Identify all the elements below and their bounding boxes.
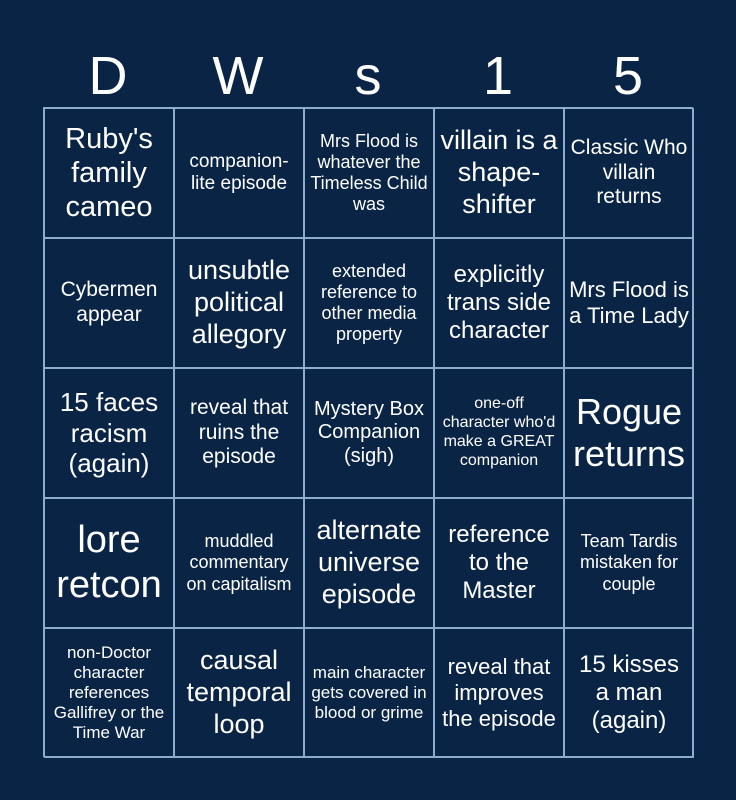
header-letter: 1 — [482, 46, 514, 106]
header-letter: 5 — [612, 46, 644, 106]
bingo-cell[interactable]: extended reference to other media proper… — [304, 238, 434, 368]
bingo-cell[interactable]: Mystery Box Companion (sigh) — [304, 368, 434, 498]
bingo-cell[interactable]: companion-lite episode — [174, 108, 304, 238]
bingo-cell[interactable]: Mrs Flood is whatever the Timeless Child… — [304, 108, 434, 238]
bingo-cell[interactable]: villain is a shape-shifter — [434, 108, 564, 238]
bingo-cell[interactable]: Cybermen appear — [44, 238, 174, 368]
bingo-cell[interactable]: one-off character who'd make a GREAT com… — [434, 368, 564, 498]
bingo-cell[interactable]: reveal that improves the episode — [434, 628, 564, 758]
bingo-cell[interactable]: 15 faces racism (again) — [44, 368, 174, 498]
header-letter: D — [88, 46, 128, 106]
bingo-cell[interactable]: main character gets covered in blood or … — [304, 628, 434, 758]
bingo-cell[interactable]: muddled commentary on capitalism — [174, 498, 304, 628]
bingo-cell[interactable]: reference to the Master — [434, 498, 564, 628]
bingo-cell[interactable]: explicitly trans side character — [434, 238, 564, 368]
bingo-cell[interactable]: Classic Who villain returns — [564, 108, 694, 238]
header-letter: s — [354, 46, 382, 106]
bingo-cell[interactable]: unsubtle political allegory — [174, 238, 304, 368]
bingo-cell[interactable]: Team Tardis mistaken for couple — [564, 498, 694, 628]
bingo-cell[interactable]: lore retcon — [44, 498, 174, 628]
bingo-cell[interactable]: Rogue returns — [564, 368, 694, 498]
bingo-cell[interactable]: Ruby's family cameo — [44, 108, 174, 238]
bingo-cell[interactable]: causal temporal loop — [174, 628, 304, 758]
bingo-cell[interactable]: non-Doctor character references Gallifre… — [44, 628, 174, 758]
bingo-cell[interactable]: reveal that ruins the episode — [174, 368, 304, 498]
bingo-cell[interactable]: Mrs Flood is a Time Lady — [564, 238, 694, 368]
bingo-cell[interactable]: 15 kisses a man (again) — [564, 628, 694, 758]
bingo-cell[interactable]: alternate universe episode — [304, 498, 434, 628]
header-letter: W — [212, 46, 264, 106]
